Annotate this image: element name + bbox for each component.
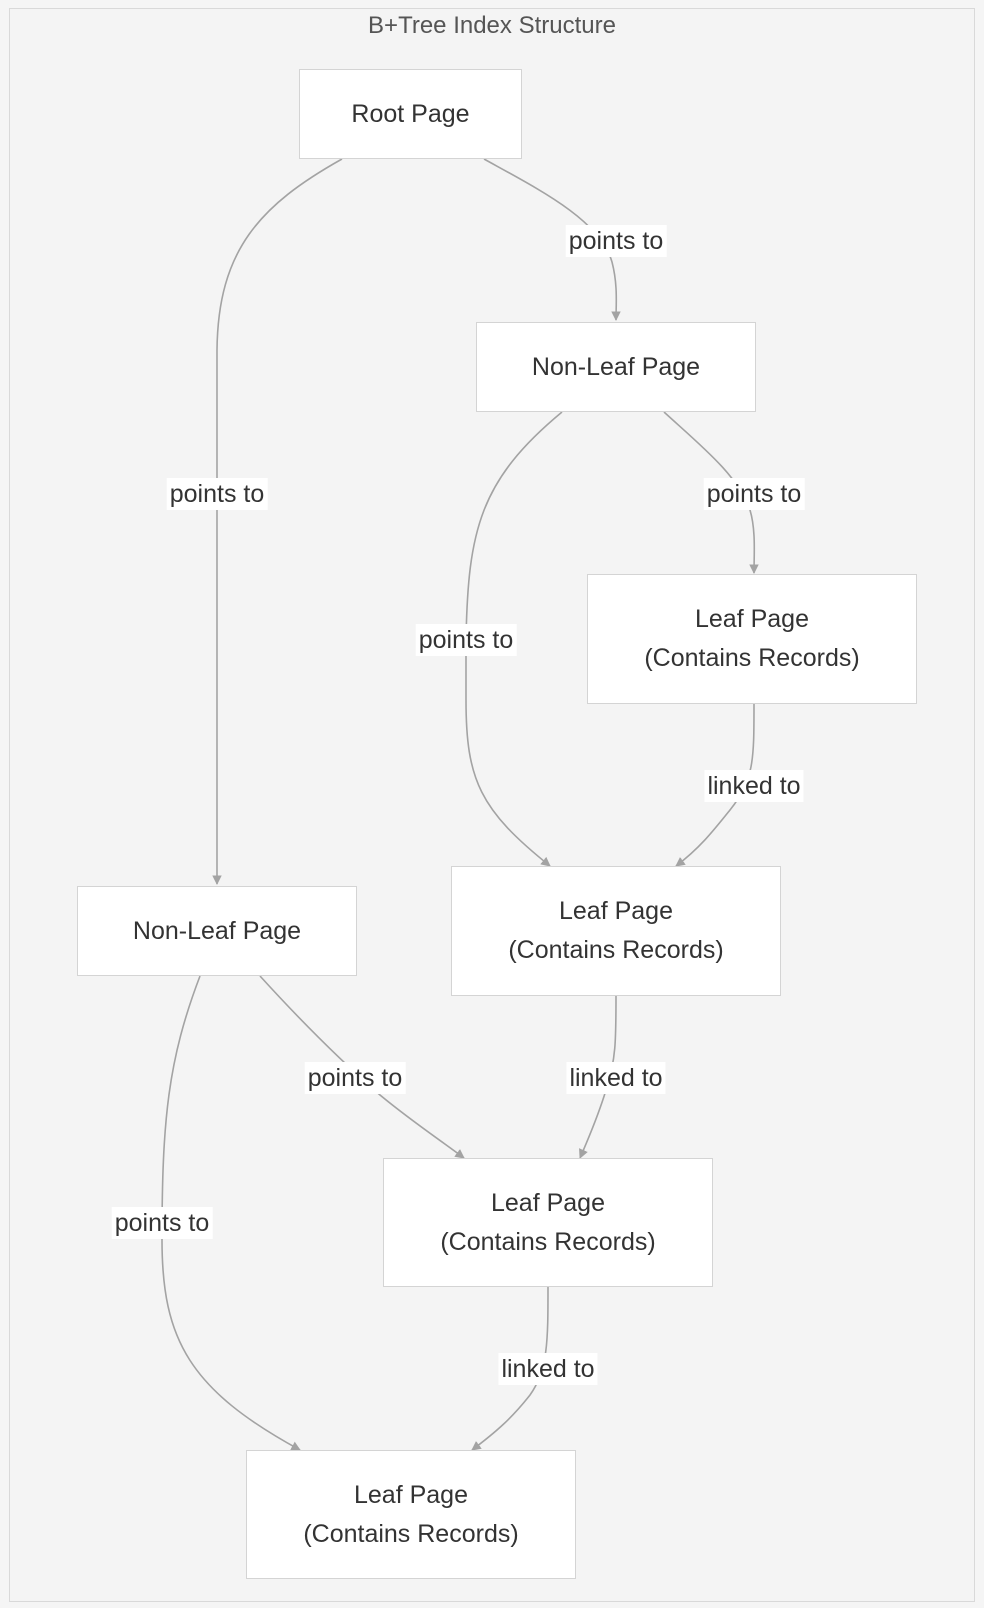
edge-nonleaf-left-to-leaf-4 (161, 975, 301, 1451)
node-root-page: Root Page (299, 69, 522, 159)
node-nonleaf-page-left: Non-Leaf Page (77, 886, 357, 976)
node-leaf-page-2-line1: Leaf Page (559, 897, 673, 925)
edge-label-nonleaf-right-to-leaf-2: points to (415, 624, 517, 656)
edge-label-leaf-3-to-leaf-4: linked to (498, 1353, 598, 1385)
node-leaf-page-2-line2: (Contains Records) (508, 936, 724, 964)
edge-label-leaf-2-to-leaf-3: linked to (566, 1062, 666, 1094)
node-nonleaf-page-right-label: Non-Leaf Page (531, 352, 701, 381)
edge-root-to-nonleaf-left (212, 158, 343, 885)
edge-leaf-1-to-leaf-2 (675, 703, 755, 867)
node-leaf-page-4-line1: Leaf Page (354, 1480, 468, 1509)
node-leaf-page-4-line2: (Contains Records) (303, 1519, 519, 1548)
edge-label-nonleaf-left-to-leaf-3: points to (304, 1062, 406, 1094)
edge-label-nonleaf-right-to-leaf-1: points to (703, 478, 805, 510)
diagram-frame (9, 8, 975, 1602)
node-leaf-page-1-line1: Leaf Page (695, 605, 809, 633)
edge-label-leaf-1-to-leaf-2: linked to (704, 770, 804, 802)
node-leaf-page-4: Leaf Page (Contains Records) (246, 1450, 576, 1579)
node-leaf-page-3: Leaf Page (Contains Records) (383, 1158, 713, 1287)
edge-leaf-3-to-leaf-4 (471, 1286, 549, 1451)
edge-label-nonleaf-left-to-leaf-4: points to (111, 1207, 213, 1239)
node-leaf-page-3-line1: Leaf Page (491, 1188, 605, 1217)
node-leaf-page-1: Leaf Page (Contains Records) (587, 574, 917, 704)
edge-label-root-to-nonleaf-right: points to (565, 225, 667, 257)
diagram-title: B+Tree Index Structure (368, 12, 616, 39)
edge-label-root-to-nonleaf-left: points to (166, 478, 268, 510)
node-leaf-page-2: Leaf Page (Contains Records) (451, 866, 781, 996)
node-leaf-page-1-line2: (Contains Records) (644, 644, 860, 672)
node-root-page-label: Root Page (351, 99, 470, 128)
node-nonleaf-page-left-label: Non-Leaf Page (132, 916, 302, 945)
node-leaf-page-3-line2: (Contains Records) (440, 1227, 656, 1256)
node-nonleaf-page-right: Non-Leaf Page (476, 322, 756, 412)
